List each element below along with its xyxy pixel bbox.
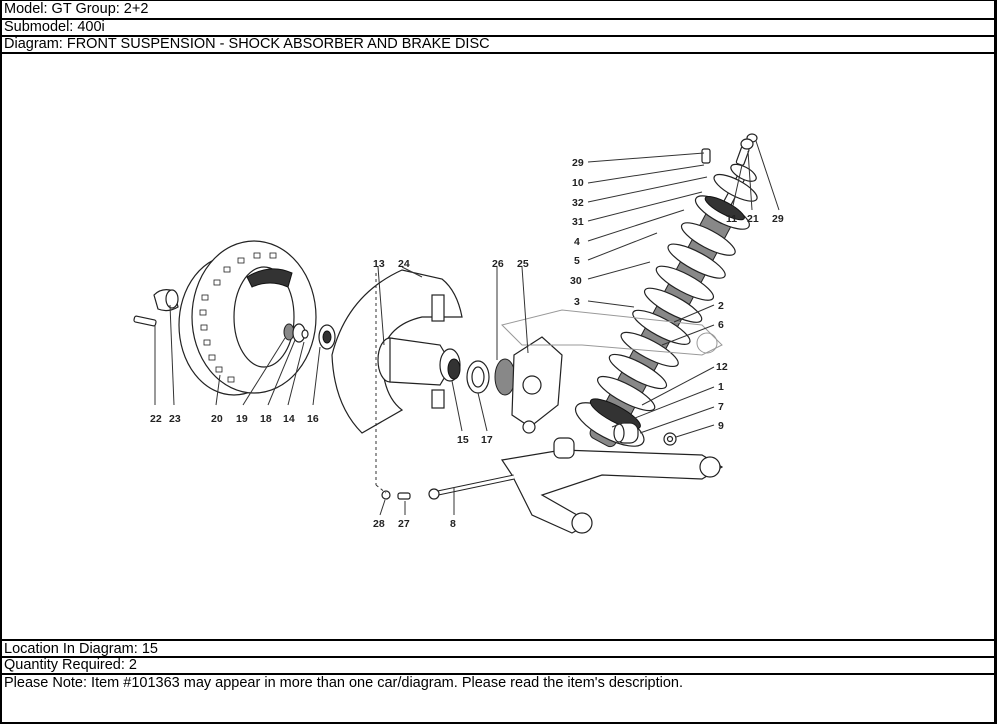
callout-27: 27 [398, 518, 410, 530]
callout-16: 16 [307, 413, 319, 425]
callout-19: 19 [236, 413, 248, 425]
washer-28-part [381, 490, 391, 500]
callout-26: 26 [492, 258, 504, 270]
submodel-row: Submodel: 400i [0, 19, 997, 37]
callout-7: 7 [718, 401, 724, 413]
dust-cap-23-part [153, 289, 179, 312]
callout-14: 14 [283, 413, 295, 425]
callout-9: 9 [718, 420, 724, 432]
callout-25: 25 [517, 258, 529, 270]
callout-30: 30 [570, 275, 582, 287]
brake-disc-20-part [178, 240, 317, 396]
callout-17: 17 [481, 434, 493, 446]
screw-27-part [397, 492, 411, 500]
dust-shield-24-part [331, 269, 463, 434]
shock-absorber-assembly [574, 163, 758, 448]
location-in-diagram-row: Location In Diagram: 15 [0, 639, 997, 658]
callout-20: 20 [211, 413, 223, 425]
diagram-title-row: Diagram: FRONT SUSPENSION - SHOCK ABSORB… [0, 36, 997, 54]
callout-6: 6 [718, 319, 724, 331]
upper-control-arm-part [501, 309, 723, 356]
model-row: Model: GT Group: 2+2 [0, 0, 997, 20]
callout-13: 13 [373, 258, 385, 270]
callout-29-right: 29 [772, 213, 784, 225]
exploded-parts-diagram: 29 10 32 31 4 5 30 3 11 21 29 2 6 12 1 7… [2, 55, 994, 639]
callout-3: 3 [574, 296, 580, 308]
callout-1: 1 [718, 381, 724, 393]
callout-22: 22 [150, 413, 162, 425]
callout-leader-lines [154, 140, 780, 516]
callout-4: 4 [574, 236, 580, 248]
callout-32: 32 [572, 197, 584, 209]
nut-9-part [663, 432, 677, 446]
callout-28: 28 [373, 518, 385, 530]
steering-knuckle-25-part [511, 336, 563, 434]
callout-12: 12 [716, 361, 728, 373]
callout-10: 10 [572, 177, 584, 189]
callout-11: 11 [726, 213, 737, 225]
wheel-hub-13-part [377, 337, 461, 386]
callout-29-top: 29 [572, 157, 584, 169]
top-mount-bolts [701, 133, 758, 166]
wheel-bearing-parts [283, 323, 336, 350]
callout-31: 31 [572, 216, 584, 228]
callout-labels: 29 10 32 31 4 5 30 3 11 21 29 2 6 12 1 7… [150, 157, 784, 530]
bolt-8-part [428, 474, 515, 500]
callout-8: 8 [450, 518, 456, 530]
bushing-7-part [613, 422, 639, 444]
lower-control-arm-part [500, 437, 724, 534]
callout-23: 23 [169, 413, 181, 425]
quantity-required-row: Quantity Required: 2 [0, 657, 997, 675]
bearing-17-part [466, 358, 516, 396]
item-note-row: Please Note: Item #101363 may appear in … [4, 675, 684, 691]
callout-24: 24 [398, 258, 410, 270]
callout-18: 18 [260, 413, 272, 425]
bolt-22-part [133, 315, 157, 327]
callout-2: 2 [718, 300, 724, 312]
callout-5: 5 [574, 255, 580, 267]
callout-15: 15 [457, 434, 469, 446]
callout-21: 21 [747, 213, 759, 225]
